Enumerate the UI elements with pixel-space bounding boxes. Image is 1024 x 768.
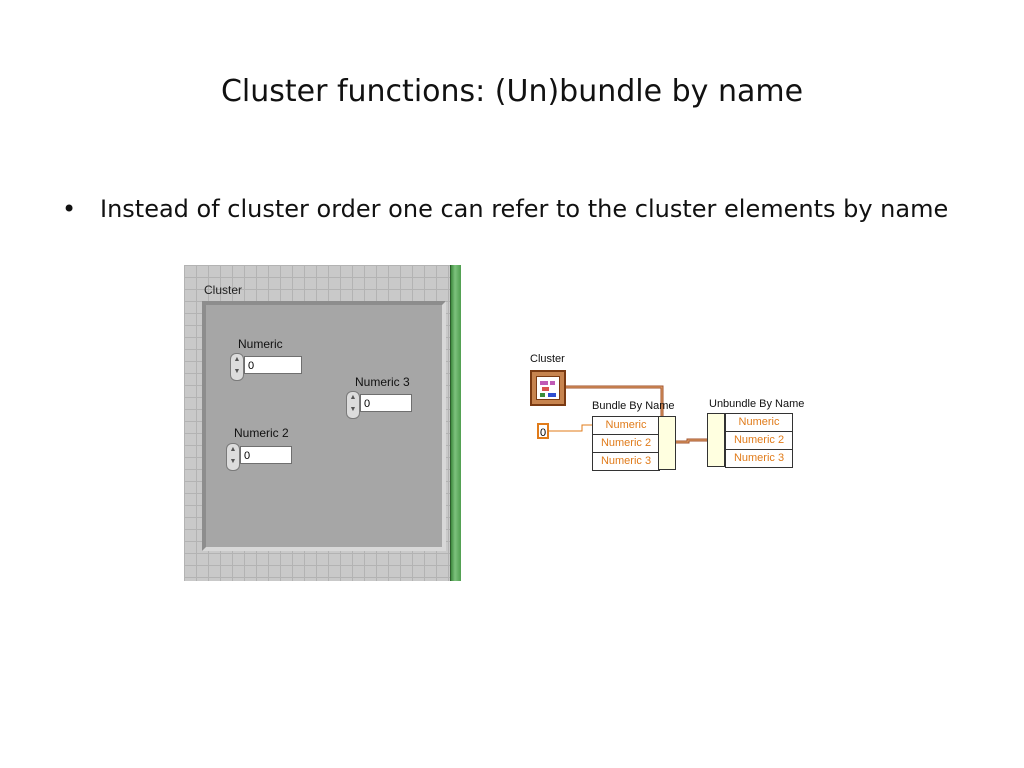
front-panel: Cluster Numeric ▲▼ 0 Numeric 3 ▲▼ 0 Nume…: [184, 265, 461, 581]
unbundle-by-name-node[interactable]: Numeric Numeric 2 Numeric 3: [725, 413, 793, 468]
numeric-3-input[interactable]: 0: [360, 394, 412, 412]
increment-decrement-icon[interactable]: ▲▼: [346, 391, 360, 419]
cluster-terminal-icon[interactable]: [530, 370, 566, 406]
block-diagram: Cluster 0 Bundle By Name Numeric Numeric…: [520, 340, 840, 490]
bullet-marker: •: [62, 195, 77, 223]
numeric-constant[interactable]: 0: [537, 423, 549, 439]
slide-title: Cluster functions: (Un)bundle by name: [220, 74, 804, 109]
unbundle-node-body[interactable]: [707, 413, 725, 467]
unbundle-element-numeric[interactable]: Numeric: [726, 414, 792, 432]
cluster-terminal-label: Cluster: [530, 353, 565, 365]
bundle-element-numeric-2[interactable]: Numeric 2: [593, 435, 659, 453]
cluster-wire-inner: [566, 386, 663, 418]
unbundle-by-name-title: Unbundle By Name: [709, 398, 805, 410]
bundle-by-name-title: Bundle By Name: [592, 400, 675, 412]
bundle-by-name-node[interactable]: Numeric Numeric 2 Numeric 3: [592, 416, 660, 471]
cluster-label: Cluster: [204, 283, 243, 297]
numeric-2-label: Numeric 2: [234, 426, 289, 440]
bundle-element-numeric[interactable]: Numeric: [593, 417, 659, 435]
bundle-element-numeric-3[interactable]: Numeric 3: [600, 455, 652, 467]
increment-decrement-icon[interactable]: ▲▼: [230, 353, 244, 381]
unbundle-element-numeric-3[interactable]: Numeric 3: [733, 452, 785, 464]
bundle-node-body[interactable]: [658, 416, 676, 470]
output-cluster-wire-inner: [676, 439, 707, 443]
numeric-wire[interactable]: [549, 424, 594, 432]
numeric-control[interactable]: ▲▼ 0: [230, 353, 320, 381]
unbundle-element-numeric-2[interactable]: Numeric 2: [726, 432, 792, 450]
numeric-3-control[interactable]: ▲▼ 0: [346, 391, 436, 419]
numeric-2-control[interactable]: ▲▼ 0: [226, 443, 316, 471]
panel-scrollbar[interactable]: [450, 265, 461, 581]
numeric-label: Numeric: [238, 337, 283, 351]
numeric-input[interactable]: 0: [244, 356, 302, 374]
numeric-3-label: Numeric 3: [355, 375, 410, 389]
bullet-text: Instead of cluster order one can refer t…: [100, 195, 949, 223]
numeric-2-input[interactable]: 0: [240, 446, 292, 464]
cluster-container: Numeric ▲▼ 0 Numeric 3 ▲▼ 0 Numeric 2 ▲▼…: [202, 301, 446, 551]
increment-decrement-icon[interactable]: ▲▼: [226, 443, 240, 471]
